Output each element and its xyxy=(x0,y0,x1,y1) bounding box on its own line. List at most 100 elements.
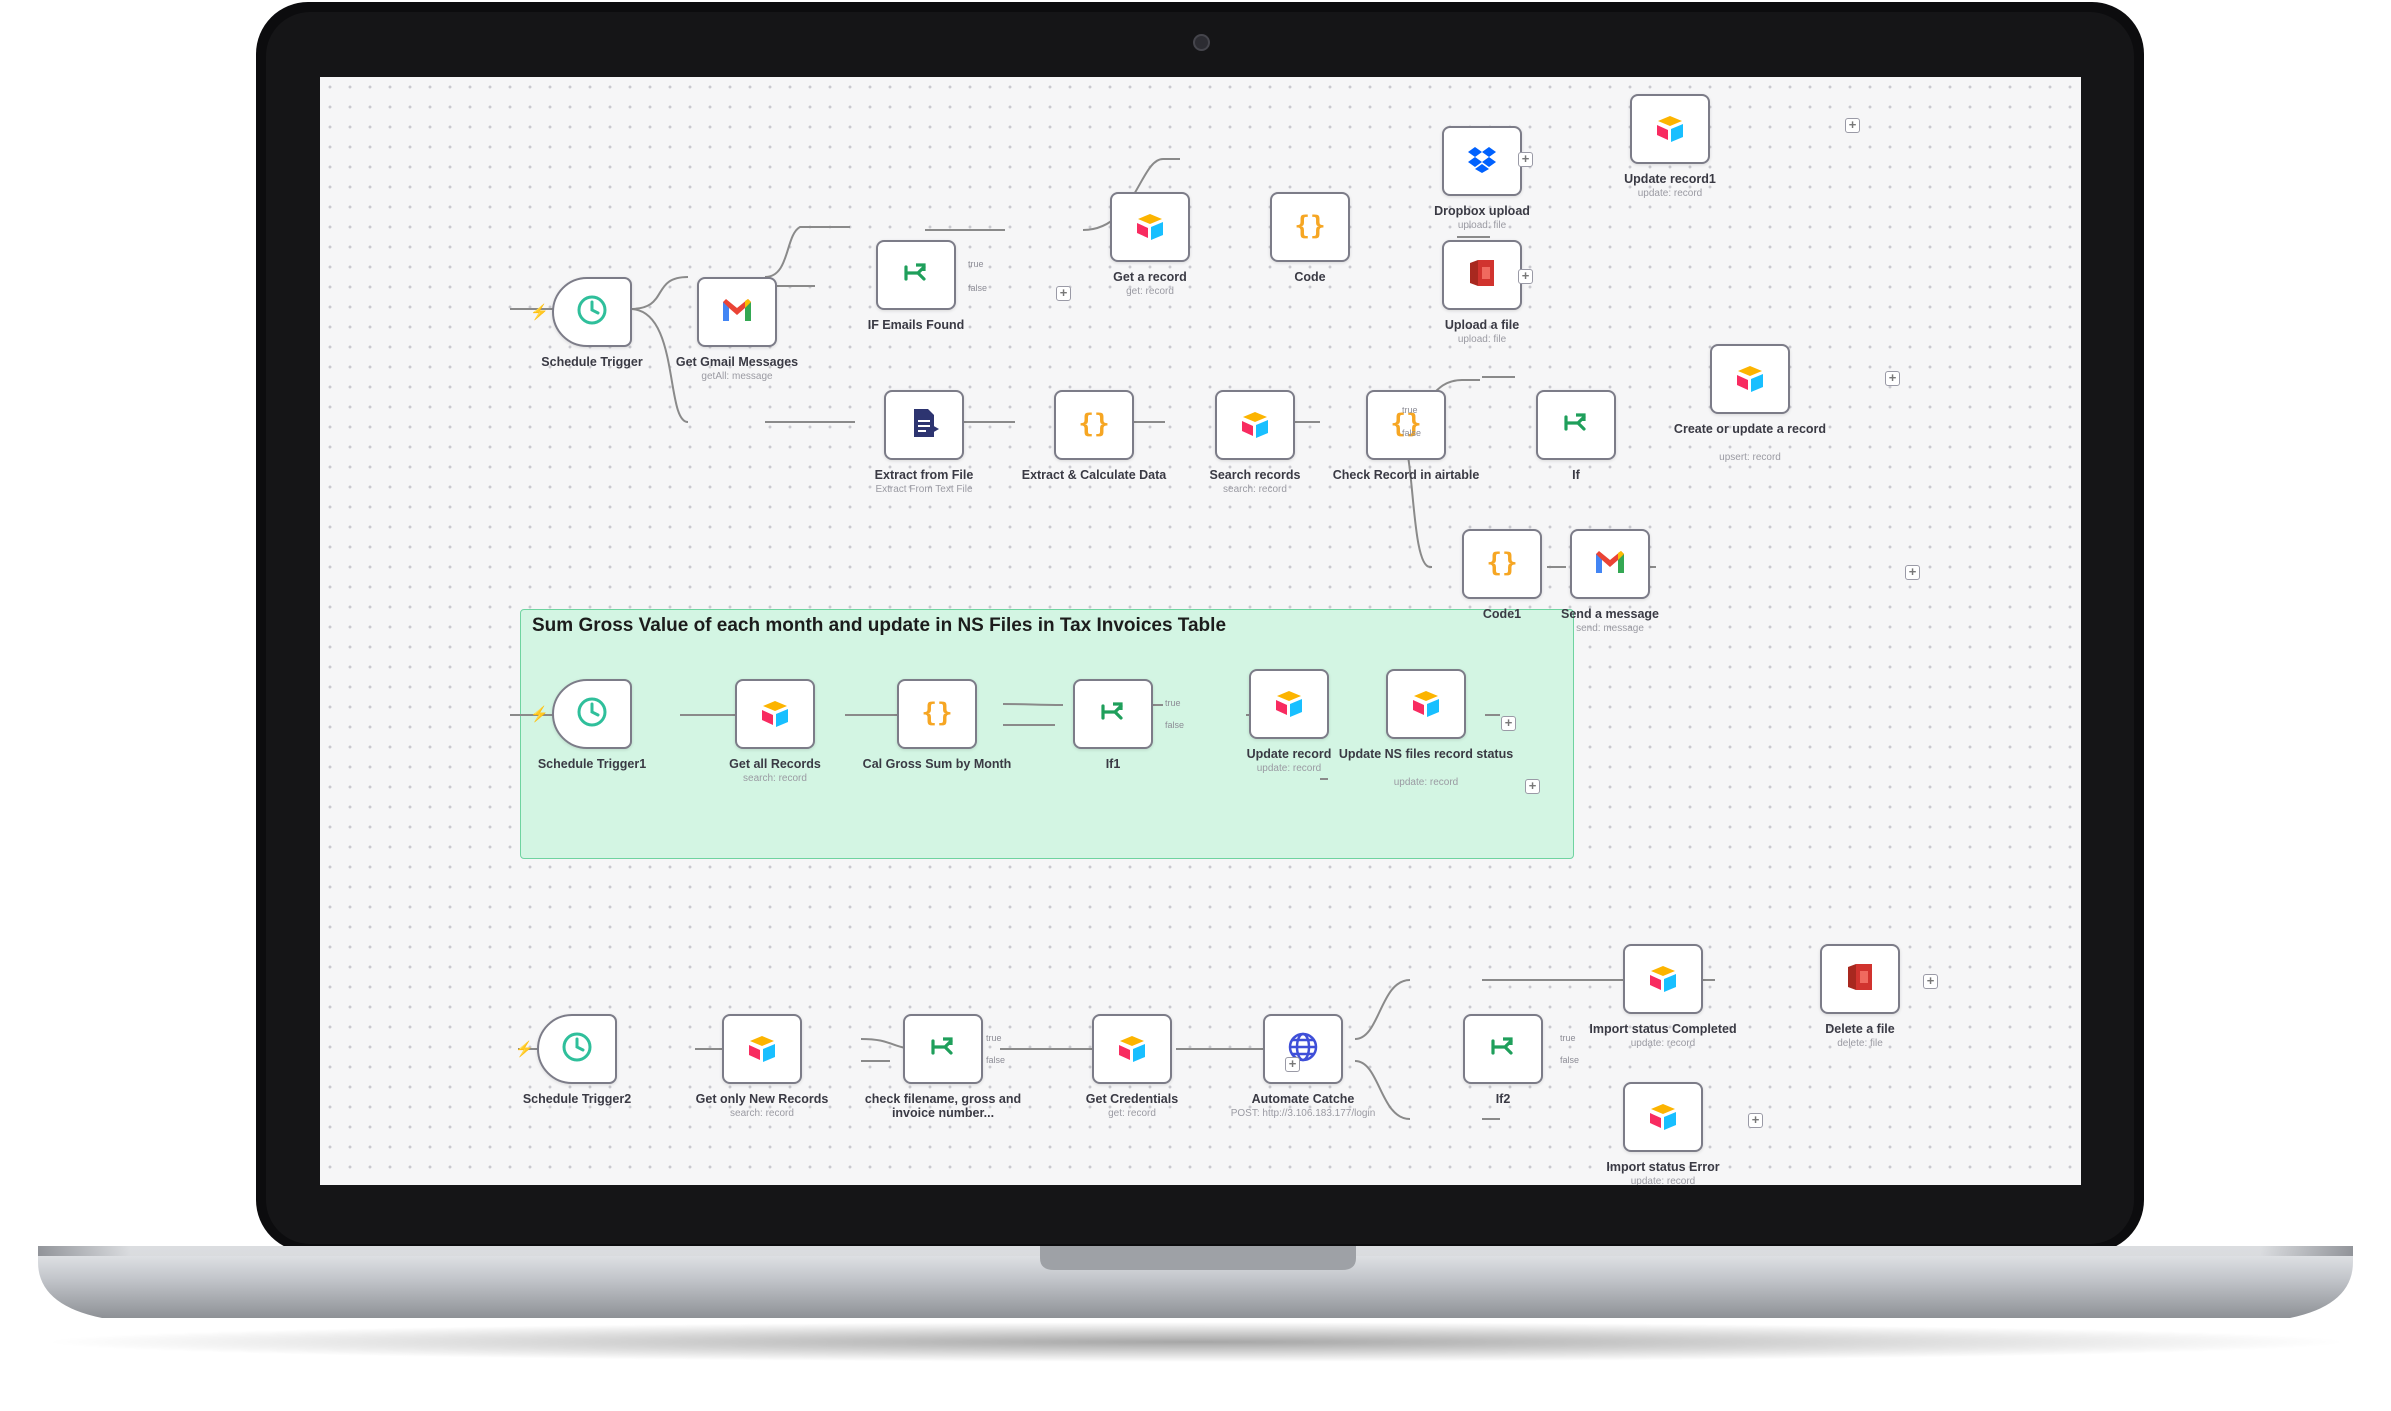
node-label: Get Gmail Messages xyxy=(675,355,799,369)
workflow-node[interactable] xyxy=(537,1014,617,1084)
workflow-node[interactable] xyxy=(697,277,777,347)
node-label: Schedule Trigger2 xyxy=(522,1092,632,1106)
add-node-button[interactable]: + xyxy=(1905,565,1920,580)
workflow-node[interactable] xyxy=(1570,529,1650,599)
workflow-node[interactable] xyxy=(1536,390,1616,460)
branch-label-true: true xyxy=(968,259,984,269)
node-label: Search records xyxy=(1209,468,1301,482)
add-node-button[interactable]: + xyxy=(1923,974,1938,989)
dropbox-icon xyxy=(1462,139,1502,184)
workflow-node[interactable] xyxy=(1215,390,1295,460)
clock-icon xyxy=(572,692,612,737)
workflow-node[interactable] xyxy=(1820,944,1900,1014)
sticky-note-title: Sum Gross Value of each month and update… xyxy=(532,615,1227,636)
add-node-button[interactable]: + xyxy=(1748,1113,1763,1128)
node-label: Code xyxy=(1294,270,1326,284)
workflow-node[interactable] xyxy=(1463,1014,1543,1084)
add-node-button[interactable]: + xyxy=(1056,286,1071,301)
workflow-canvas[interactable]: Sum Gross Value of each month and update… xyxy=(320,77,2081,1185)
node-label: Update record xyxy=(1246,747,1332,761)
workflow-node[interactable]: {} xyxy=(1054,390,1134,460)
code-braces-icon: {} xyxy=(1482,542,1522,587)
code-braces-icon: {} xyxy=(1074,403,1114,448)
node-subtitle: Extract From Text File xyxy=(875,484,973,495)
code-braces-icon: {} xyxy=(1386,403,1426,448)
node-subtitle: send: message xyxy=(1576,623,1644,634)
svg-text:{}: {} xyxy=(921,698,952,728)
node-label: If1 xyxy=(1105,757,1121,771)
node-label: IF Emails Found xyxy=(867,318,965,332)
workflow-node[interactable] xyxy=(1249,669,1329,739)
add-node-button[interactable]: + xyxy=(1518,269,1533,284)
node-label: Upload a file xyxy=(1444,318,1520,332)
node-subtitle: search: record xyxy=(743,773,807,784)
node-label: Automate Catche xyxy=(1251,1092,1355,1106)
workflow-node[interactable] xyxy=(1442,240,1522,310)
add-node-button[interactable]: + xyxy=(1525,779,1540,794)
workflow-node[interactable] xyxy=(876,240,956,310)
node-label: Check Record in airtable xyxy=(1332,468,1480,482)
airtable-icon xyxy=(1730,357,1770,402)
branch-label-false: false xyxy=(968,283,988,293)
node-subtitle: update: record xyxy=(1637,188,1703,199)
code-braces-icon: {} xyxy=(917,692,957,737)
workflow-node[interactable] xyxy=(1263,1014,1343,1084)
svg-text:{}: {} xyxy=(1486,548,1517,578)
gmail-icon xyxy=(717,290,757,335)
node-label: Get only New Records xyxy=(695,1092,829,1106)
workflow-node[interactable] xyxy=(1110,192,1190,262)
code-braces-icon: {} xyxy=(1290,205,1330,250)
node-label: Schedule Trigger1 xyxy=(537,757,647,771)
workflow-node[interactable] xyxy=(722,1014,802,1084)
svg-text:{}: {} xyxy=(1294,211,1325,241)
node-label: Code1 xyxy=(1482,607,1522,621)
branch-label-true: true xyxy=(1560,1033,1576,1043)
workflow-node[interactable] xyxy=(1386,669,1466,739)
airtable-icon xyxy=(755,692,795,737)
workflow-node[interactable]: {} xyxy=(1366,390,1446,460)
node-subtitle: search: record xyxy=(730,1108,794,1119)
workflow-node[interactable] xyxy=(1073,679,1153,749)
node-label: Cal Gross Sum by Month xyxy=(862,757,1012,771)
airtable-icon xyxy=(1643,1095,1683,1140)
node-label: Update NS files record status xyxy=(1338,747,1514,761)
node-subtitle: upload: file xyxy=(1457,334,1507,345)
workflow-node[interactable] xyxy=(903,1014,983,1084)
if-branch-icon xyxy=(923,1027,963,1072)
branch-label-true: true xyxy=(1165,698,1181,708)
add-node-button[interactable]: + xyxy=(1518,152,1533,167)
add-node-button[interactable]: + xyxy=(1885,371,1900,386)
workflow-node[interactable] xyxy=(1092,1014,1172,1084)
node-subtitle: delete: file xyxy=(1837,1038,1883,1049)
node-label: Import status Completed xyxy=(1589,1022,1737,1036)
workflow-node[interactable] xyxy=(735,679,815,749)
workflow-node[interactable] xyxy=(1623,944,1703,1014)
add-node-button[interactable]: + xyxy=(1501,716,1516,731)
webcam xyxy=(1193,34,1210,51)
airtable-icon xyxy=(1235,403,1275,448)
workflow-node[interactable] xyxy=(1630,94,1710,164)
lightning-bolt-icon: ⚡ xyxy=(530,706,549,723)
workflow-node[interactable] xyxy=(884,390,964,460)
node-subtitle: get: record xyxy=(1126,286,1174,297)
add-node-button[interactable]: + xyxy=(1285,1057,1300,1072)
workflow-node[interactable] xyxy=(1623,1082,1703,1152)
gmail-icon xyxy=(1590,542,1630,587)
svg-text:{}: {} xyxy=(1390,409,1421,439)
node-label: Dropbox upload xyxy=(1434,204,1530,218)
branch-label-false: false xyxy=(1165,720,1185,730)
workflow-node[interactable] xyxy=(552,277,632,347)
workflow-node[interactable] xyxy=(1442,126,1522,196)
if-branch-icon xyxy=(1556,403,1596,448)
node-label: Extract from File xyxy=(874,468,974,482)
workflow-node[interactable] xyxy=(1710,344,1790,414)
node-subtitle: upload: file xyxy=(1457,220,1507,231)
workflow-node[interactable]: {} xyxy=(897,679,977,749)
workflow-node[interactable] xyxy=(552,679,632,749)
add-node-button[interactable]: + xyxy=(1845,118,1860,133)
workflow-node[interactable]: {} xyxy=(1462,529,1542,599)
node-label: Schedule Trigger xyxy=(541,355,643,369)
node-label: Update record1 xyxy=(1624,172,1716,186)
node-label: If2 xyxy=(1495,1092,1511,1106)
workflow-node[interactable]: {} xyxy=(1270,192,1350,262)
